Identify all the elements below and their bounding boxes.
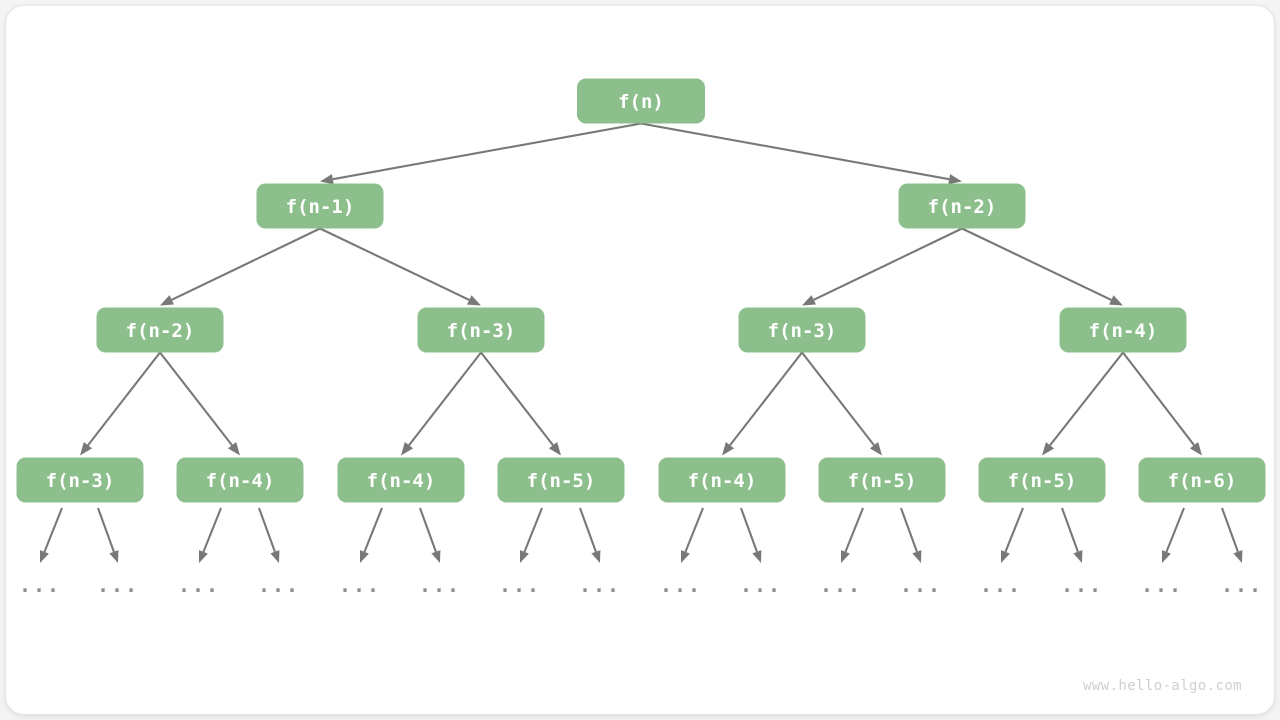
tree-node-n2[interactable]: f(n-2) [898,183,1026,229]
node-box [818,457,946,503]
ellipsis-edge-12 [1001,507,1024,563]
edge-n5-to-n12 [801,351,882,456]
ellipsis-edge-3 [258,507,280,563]
tree-node-n4[interactable]: f(n-3) [417,307,545,353]
ellipsis-label: ... [1141,573,1183,597]
node-box [898,183,1026,229]
edge-n3-to-n7 [80,351,161,456]
ellipsis-edge-4 [360,507,383,563]
ellipsis-edge-0 [40,507,63,563]
node-box [16,457,144,503]
node-label: f(n-3) [447,320,516,342]
tree-node-n0[interactable]: f(n) [577,78,705,124]
ellipsis-edge-8 [681,507,704,563]
tree-node-n10[interactable]: f(n-5) [497,457,625,503]
tree-node-n5[interactable]: f(n-3) [738,307,866,353]
node-label: f(n-2) [126,320,195,342]
ellipsis-edge-6 [520,507,543,563]
tree-node-n1[interactable]: f(n-1) [256,183,384,229]
node-label: f(n-1) [286,196,355,218]
ellipsis-edge-11 [900,507,922,563]
tree-node-n14[interactable]: f(n-6) [1138,457,1266,503]
node-label: f(n) [618,91,664,113]
edge-n1-to-n3 [160,227,321,306]
ellipsis-edge-7 [579,507,601,563]
ellipsis-label: ... [900,573,942,597]
tree-node-n6[interactable]: f(n-4) [1059,307,1187,353]
ellipsis-edge-13 [1061,507,1083,563]
tree-node-n7[interactable]: f(n-3) [16,457,144,503]
ellipsis-edge-9 [740,507,762,563]
edges-layer [80,122,1202,456]
tree-node-n3[interactable]: f(n-2) [96,307,224,353]
ellipsis-label: ... [499,573,541,597]
edge-n5-to-n11 [722,351,803,456]
node-label: f(n-4) [367,470,436,492]
node-label: f(n-6) [1168,470,1237,492]
edge-n2-to-n5 [802,227,963,306]
edge-n0-to-n1 [320,122,642,185]
edge-n6-to-n13 [1042,351,1124,456]
tree-node-n8[interactable]: f(n-4) [176,457,304,503]
node-box [658,457,786,503]
tree-node-n13[interactable]: f(n-5) [978,457,1106,503]
node-box [96,307,224,353]
node-box [256,183,384,229]
node-box [577,78,705,124]
edge-n2-to-n6 [961,227,1123,306]
diagram-card: f(n) f(n-1) f(n-2) f(n-2) f(n-3) f(n-3) f(n-4)… [6,6,1274,714]
ellipsis-label: ... [339,573,381,597]
ellipsis-label: ... [980,573,1022,597]
node-box [417,307,545,353]
edge-n4-to-n10 [480,351,561,456]
node-label: f(n-4) [688,470,757,492]
ellipsis-label: ... [419,573,461,597]
edge-n1-to-n4 [319,227,481,306]
node-label: f(n-3) [768,320,837,342]
node-box [738,307,866,353]
edge-n3-to-n8 [159,351,240,456]
tree-node-n12[interactable]: f(n-5) [818,457,946,503]
ellipsis-edge-5 [419,507,441,563]
ellipsis-edge-1 [97,507,119,563]
recursion-tree-diagram: f(n) f(n-1) f(n-2) f(n-2) f(n-3) f(n-3) f(n-4)… [16,78,1266,694]
ellipsis-layer: ........................................… [19,507,1263,597]
node-label: f(n-2) [928,196,997,218]
node-label: f(n-3) [46,470,115,492]
ellipsis-label: ... [19,573,61,597]
ellipsis-label: ... [258,573,300,597]
ellipsis-label: ... [1061,573,1103,597]
edge-n6-to-n14 [1122,351,1202,456]
ellipsis-edge-10 [841,507,864,563]
ellipsis-label: ... [178,573,220,597]
ellipsis-label: ... [660,573,702,597]
ellipsis-edge-15 [1221,507,1243,563]
tree-node-n11[interactable]: f(n-4) [658,457,786,503]
node-box [497,457,625,503]
ellipsis-label: ... [740,573,782,597]
ellipsis-edge-2 [199,507,222,563]
node-label: f(n-4) [206,470,275,492]
node-box [176,457,304,503]
node-label: f(n-5) [527,470,596,492]
edge-n0-to-n2 [640,122,962,185]
tree-node-n9[interactable]: f(n-4) [337,457,465,503]
nodes-layer: f(n) f(n-1) f(n-2) f(n-2) f(n-3) f(n-3) f(n-4)… [16,78,1266,503]
node-box [1059,307,1187,353]
ellipsis-edge-14 [1162,507,1185,563]
node-label: f(n-4) [1089,320,1158,342]
ellipsis-label: ... [1221,573,1263,597]
node-box [978,457,1106,503]
ellipsis-label: ... [97,573,139,597]
node-box [337,457,465,503]
edge-n4-to-n9 [401,351,482,456]
watermark-label: www.hello-algo.com [1083,678,1242,694]
node-box [1138,457,1266,503]
node-label: f(n-5) [848,470,917,492]
ellipsis-label: ... [579,573,621,597]
node-label: f(n-5) [1008,470,1077,492]
ellipsis-label: ... [820,573,862,597]
